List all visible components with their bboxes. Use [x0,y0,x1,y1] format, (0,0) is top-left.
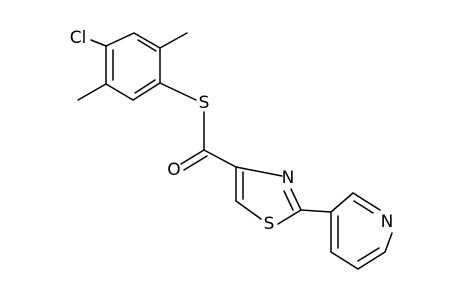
chlorodimethylphenyl-ring [105,32,161,101]
bond [235,166,283,177]
bond [357,251,386,270]
bond [137,39,157,52]
bond [290,188,302,211]
ring-substituents [77,32,197,101]
bond [352,192,381,211]
bond [183,155,208,171]
chlorine-atom-label: Cl [70,28,87,48]
thioester-sulfur-label: S [199,93,210,113]
bond [203,149,237,168]
bond [159,82,197,101]
thiazole-nitrogen-label: N [282,168,295,188]
pyridine-ring [300,192,393,270]
bond [77,83,107,101]
bond [300,209,332,213]
bond [277,209,302,225]
carbonyl-oxygen-label: O [167,160,180,180]
thioester-linker [180,111,237,171]
bond [159,32,188,49]
bond [330,251,359,270]
bond [132,82,161,101]
thiazole-ring [235,166,302,225]
bond [105,32,135,47]
bond [384,232,393,253]
bond [235,200,262,220]
bond [353,200,374,214]
bond [90,39,107,47]
bond [357,247,380,262]
bond [330,192,354,213]
pyridine-nitrogen-label: N [381,212,394,232]
bond [283,190,294,211]
atom-labels: Cl S O N S N [70,28,394,234]
bond [134,79,156,94]
bond [105,83,134,101]
bond [180,149,205,165]
thiazole-sulfur-label: S [264,214,275,234]
bond [133,32,161,49]
